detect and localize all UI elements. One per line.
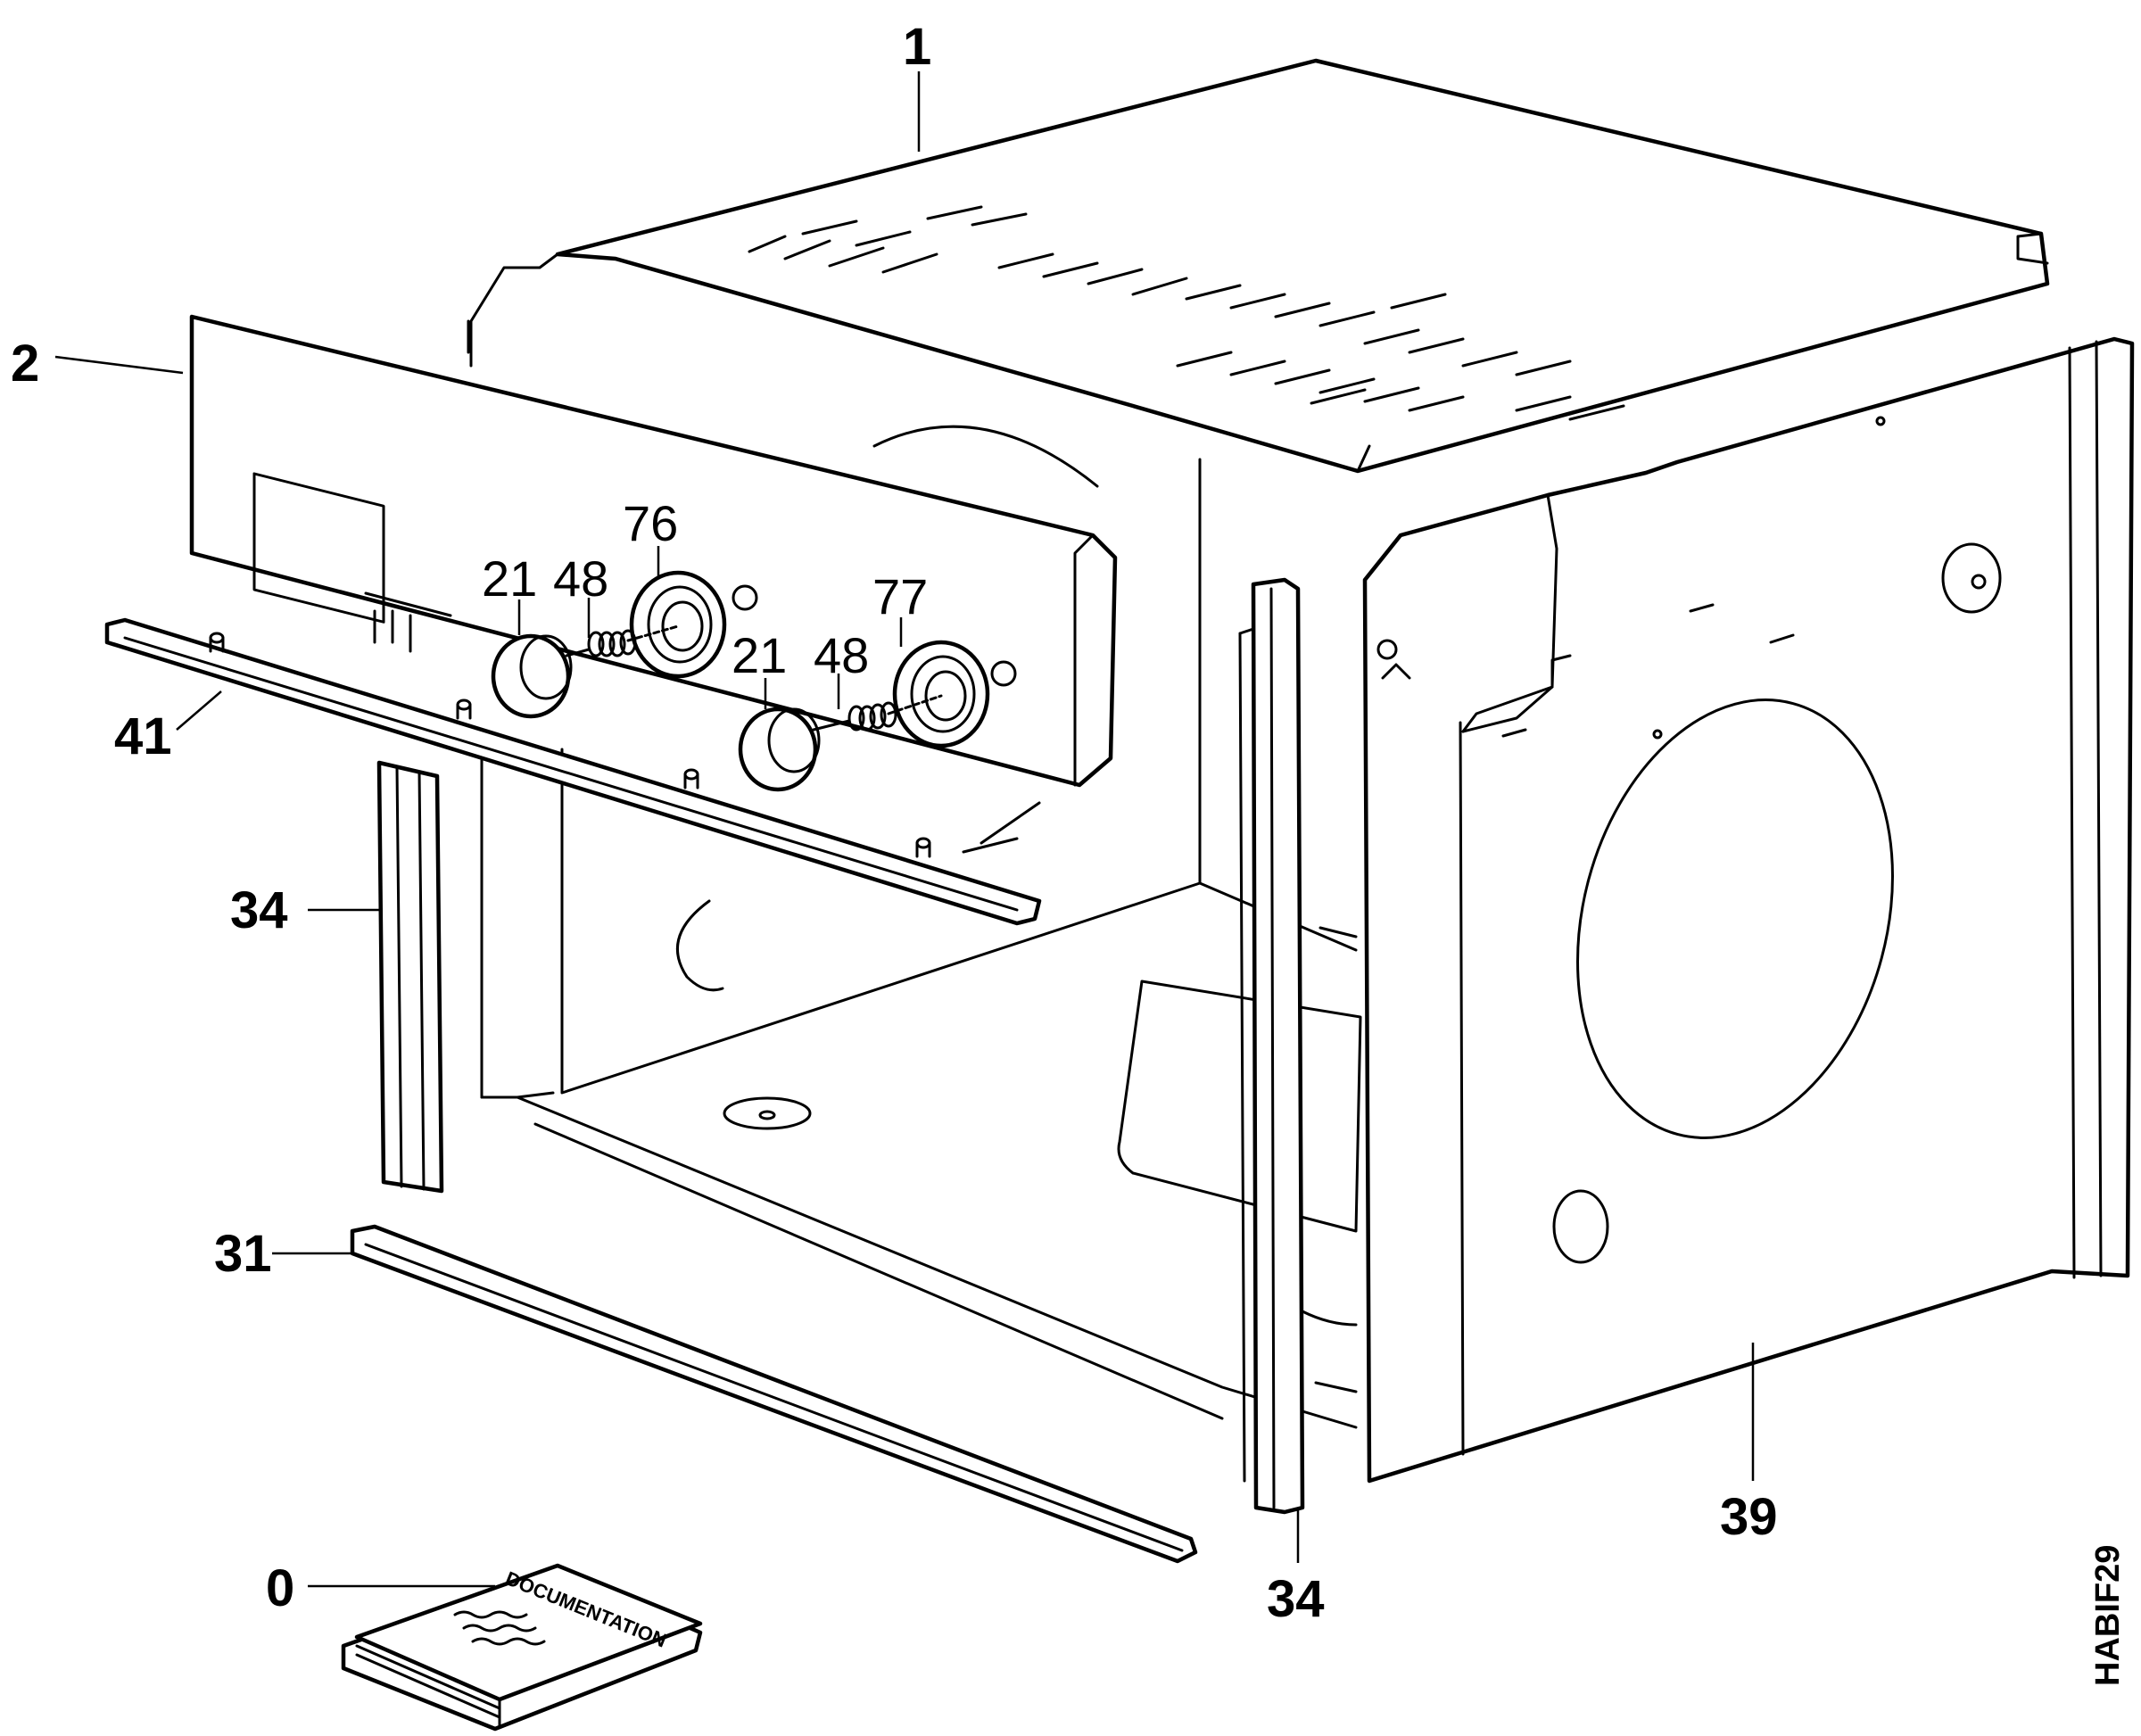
knob-left <box>491 633 591 719</box>
side-trim-right <box>1238 577 1305 1515</box>
label-control-panel: 2 <box>11 335 39 393</box>
label-spring-left: 48 <box>553 550 608 607</box>
leader-lines <box>54 71 1755 1588</box>
label-side-trim-left: 34 <box>230 881 288 939</box>
spring-right <box>847 694 943 732</box>
spring-left <box>587 624 680 657</box>
label-documentation: 0 <box>266 1559 294 1617</box>
top-cover <box>469 58 2050 474</box>
label-knob-left: 21 <box>482 550 537 607</box>
side-panel <box>1362 336 2135 1484</box>
panel-rail <box>104 617 1042 926</box>
side-trim-left <box>376 760 444 1194</box>
label-bezel-left: 76 <box>623 495 678 551</box>
bottom-rail <box>350 1224 1198 1564</box>
label-spring-right: 48 <box>814 627 869 683</box>
label-panel-rail: 41 <box>114 707 172 765</box>
documentation-booklet: DOCUMENTATION <box>341 1563 703 1732</box>
label-side-panel: 39 <box>1720 1488 1778 1546</box>
label-bezel-right: 77 <box>872 568 928 624</box>
bezel-76 <box>629 570 758 679</box>
label-side-trim-right: 34 <box>1267 1570 1325 1628</box>
label-knob-right: 21 <box>732 627 787 683</box>
vent-slots <box>748 205 1625 421</box>
knob-right <box>738 707 851 792</box>
callouts: 1 2 21 48 76 21 48 77 41 34 31 34 39 0 <box>11 18 1778 1628</box>
control-panel <box>189 314 1118 788</box>
label-top-cover: 1 <box>903 18 931 76</box>
drawing-code: HABIF29 <box>2089 1545 2127 1686</box>
bezel-77 <box>892 640 1017 748</box>
label-bottom-rail: 31 <box>214 1225 272 1283</box>
